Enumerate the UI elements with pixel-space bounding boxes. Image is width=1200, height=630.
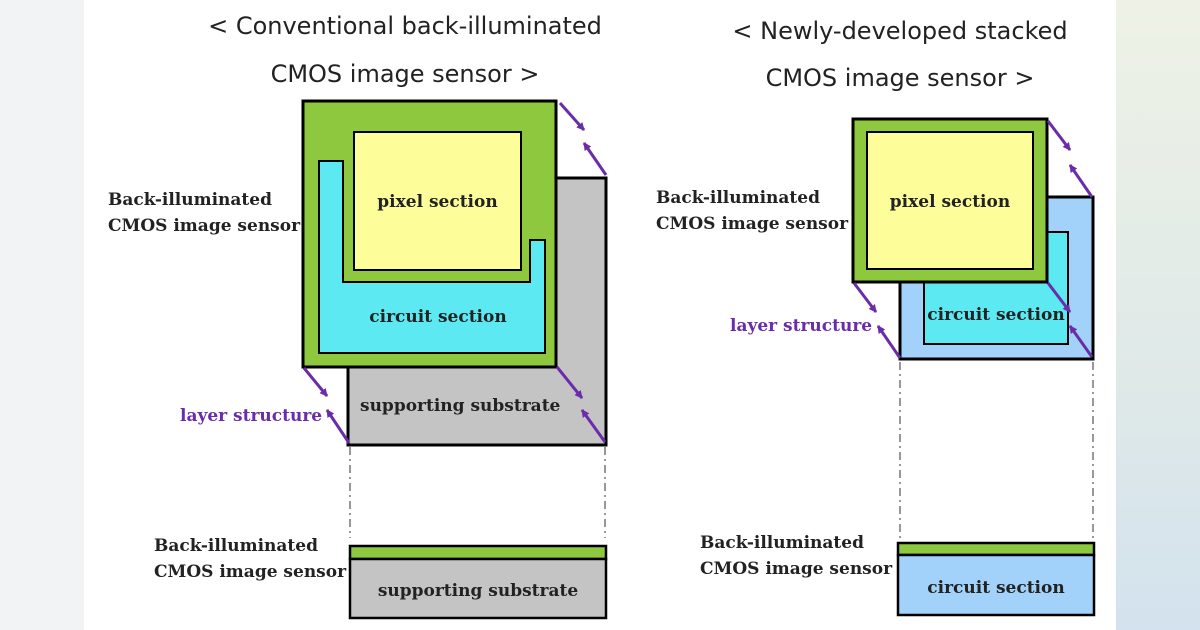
supporting-substrate-label: supporting substrate — [360, 396, 561, 416]
layer-arrow — [325, 409, 351, 444]
left-margin-background — [0, 0, 84, 630]
cross-section-green-layer — [896, 541, 1096, 557]
circuit-section-label: circuit section — [927, 305, 1065, 325]
bottom-circuit-label: circuit section — [927, 578, 1065, 598]
stacked-sensor-diagram — [851, 117, 1096, 617]
layer-arrow — [582, 142, 608, 176]
layer-arrow — [852, 282, 878, 313]
layer-arrow — [1068, 164, 1094, 198]
layer-arrow — [302, 367, 329, 397]
layer-structure-label: layer structure — [180, 406, 323, 426]
bottom-substrate-label: supporting substrate — [377, 581, 579, 601]
cross-section-substrate-layer — [348, 557, 608, 620]
bottom-sensor-label-line2: CMOS image sensor — [700, 559, 893, 579]
cross-section-circuit-layer — [896, 553, 1096, 617]
circuit-section-label: circuit section — [369, 307, 507, 327]
right-title-line1: < Newly-developed stacked — [732, 17, 1068, 45]
sensor-label-line1: Back-illuminated — [108, 190, 272, 210]
layer-arrow — [876, 325, 902, 359]
right-title-line2: CMOS image sensor > — [765, 64, 1035, 92]
left-title-line2: CMOS image sensor > — [270, 60, 540, 88]
layer-structure-label: layer structure — [730, 316, 873, 336]
right-margin-background — [1116, 0, 1200, 630]
layer-arrow — [580, 409, 607, 443]
pixel-section-label: pixel section — [377, 192, 498, 212]
sensor-label-line2: CMOS image sensor — [656, 214, 849, 234]
cross-section-green-layer — [348, 544, 608, 561]
bottom-sensor-label-line1: Back-illuminated — [154, 536, 318, 556]
layer-arrow — [558, 102, 586, 131]
pixel-section-block — [353, 131, 522, 271]
sensor-label-line1: Back-illuminated — [656, 188, 820, 208]
bottom-sensor-label-line1: Back-illuminated — [700, 533, 864, 553]
left-title-line1: < Conventional back-illuminated — [208, 12, 602, 40]
pixel-section-label: pixel section — [889, 192, 1011, 212]
pixel-section-block — [866, 131, 1034, 270]
layer-arrow — [1046, 120, 1072, 151]
conventional-sensor-diagram — [301, 99, 608, 620]
layer-arrow — [1046, 282, 1072, 313]
bottom-sensor-label-line2: CMOS image sensor — [154, 562, 347, 582]
sensor-label-line2: CMOS image sensor — [108, 216, 301, 236]
layer-arrow — [1068, 325, 1094, 358]
circuit-section-shape — [318, 160, 546, 354]
layer-arrow — [555, 366, 584, 399]
